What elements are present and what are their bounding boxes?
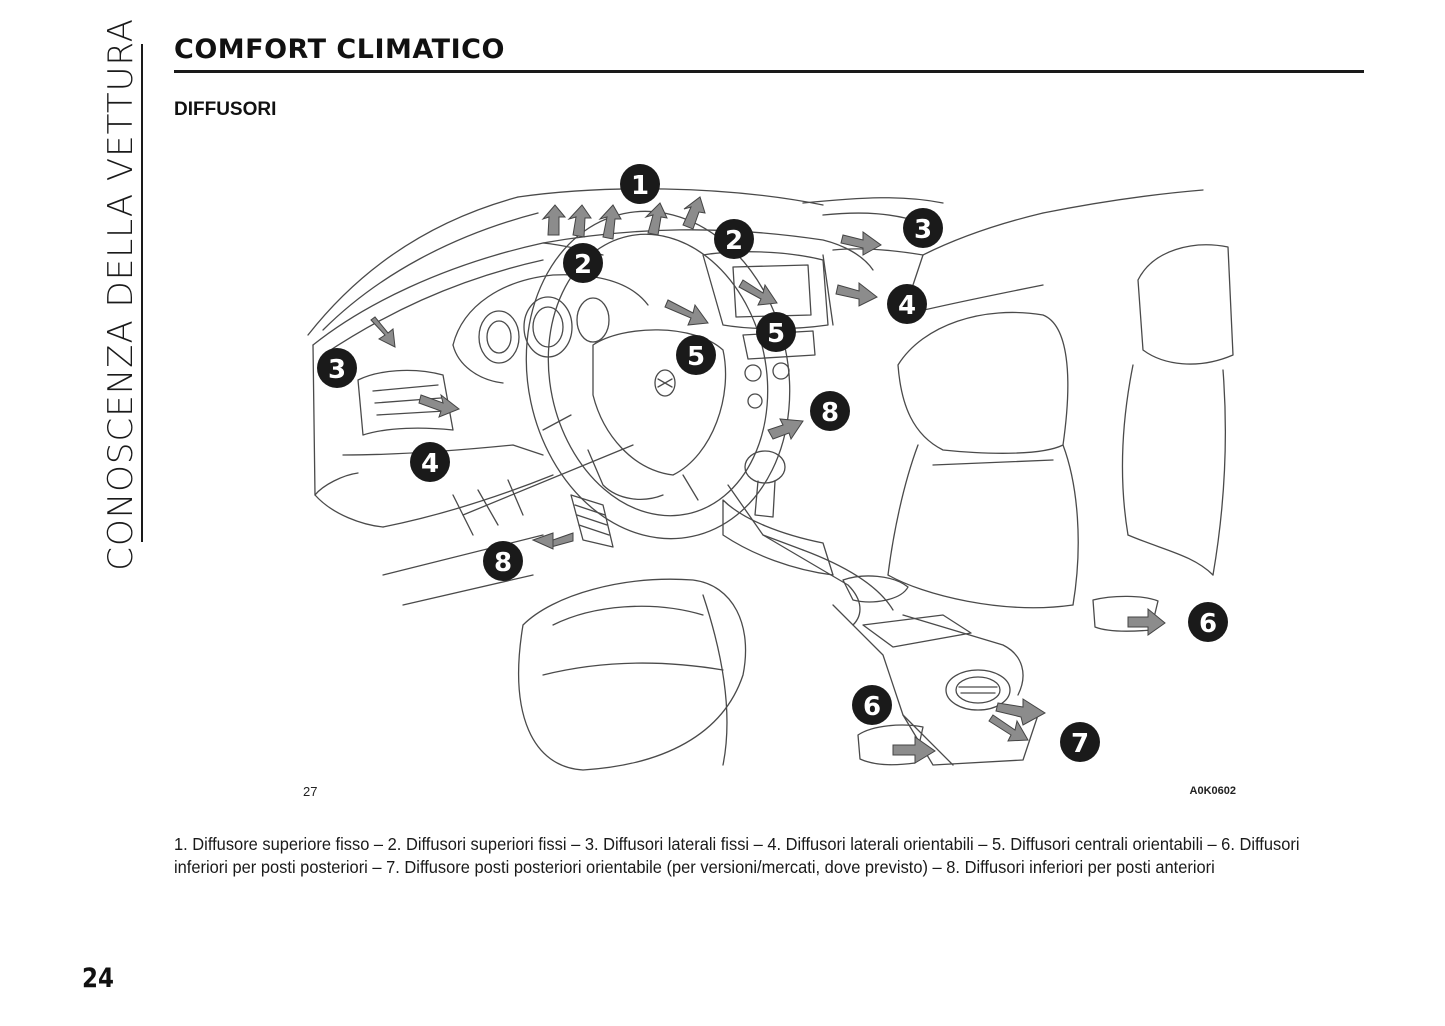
section-title: DIFFUSORI (174, 99, 277, 120)
svg-text:7: 7 (1071, 729, 1089, 759)
callout-5-left: 5 (676, 335, 716, 375)
callout-6-left: 6 (852, 685, 892, 725)
svg-text:4: 4 (421, 449, 439, 479)
page-number: 24 (82, 963, 114, 994)
svg-text:4: 4 (898, 291, 916, 321)
chapter-sidebar-title: CONOSCENZA DELLA VETTURA (96, 18, 146, 571)
svg-text:2: 2 (574, 250, 592, 280)
svg-text:8: 8 (494, 548, 512, 578)
title-divider (174, 70, 1364, 73)
sidebar-rule (141, 44, 143, 542)
dashboard-vents-illustration: 1 2 2 3 3 4 4 5 (303, 155, 1236, 777)
page-title: COMFORT CLIMATICO (174, 34, 505, 65)
callout-8-left: 8 (483, 541, 523, 581)
figure-caption: 1. Diffusore superiore fisso – 2. Diffus… (174, 834, 1300, 877)
svg-text:6: 6 (1199, 609, 1217, 639)
figure-code: A0K0602 (1189, 785, 1236, 797)
callout-2-right: 2 (714, 219, 754, 259)
callout-6-right: 6 (1188, 602, 1228, 642)
callout-4-right: 4 (887, 284, 927, 324)
svg-text:3: 3 (914, 215, 932, 245)
callout-8-right: 8 (810, 391, 850, 431)
svg-text:5: 5 (687, 342, 705, 372)
figure-number: 27 (303, 784, 318, 799)
svg-text:5: 5 (767, 319, 785, 349)
svg-text:8: 8 (821, 398, 839, 428)
callout-2-left: 2 (563, 243, 603, 283)
callout-7: 7 (1060, 722, 1100, 762)
svg-text:3: 3 (328, 355, 346, 385)
callout-1: 1 (620, 164, 660, 204)
chapter-title: CONOSCENZA DELLA VETTURA (101, 17, 141, 571)
svg-text:2: 2 (725, 226, 743, 256)
callout-3-left: 3 (317, 348, 357, 388)
callout-4-left: 4 (410, 442, 450, 482)
svg-text:1: 1 (631, 171, 649, 201)
callout-3-right: 3 (903, 208, 943, 248)
svg-text:6: 6 (863, 692, 881, 722)
callout-5-right: 5 (756, 312, 796, 352)
